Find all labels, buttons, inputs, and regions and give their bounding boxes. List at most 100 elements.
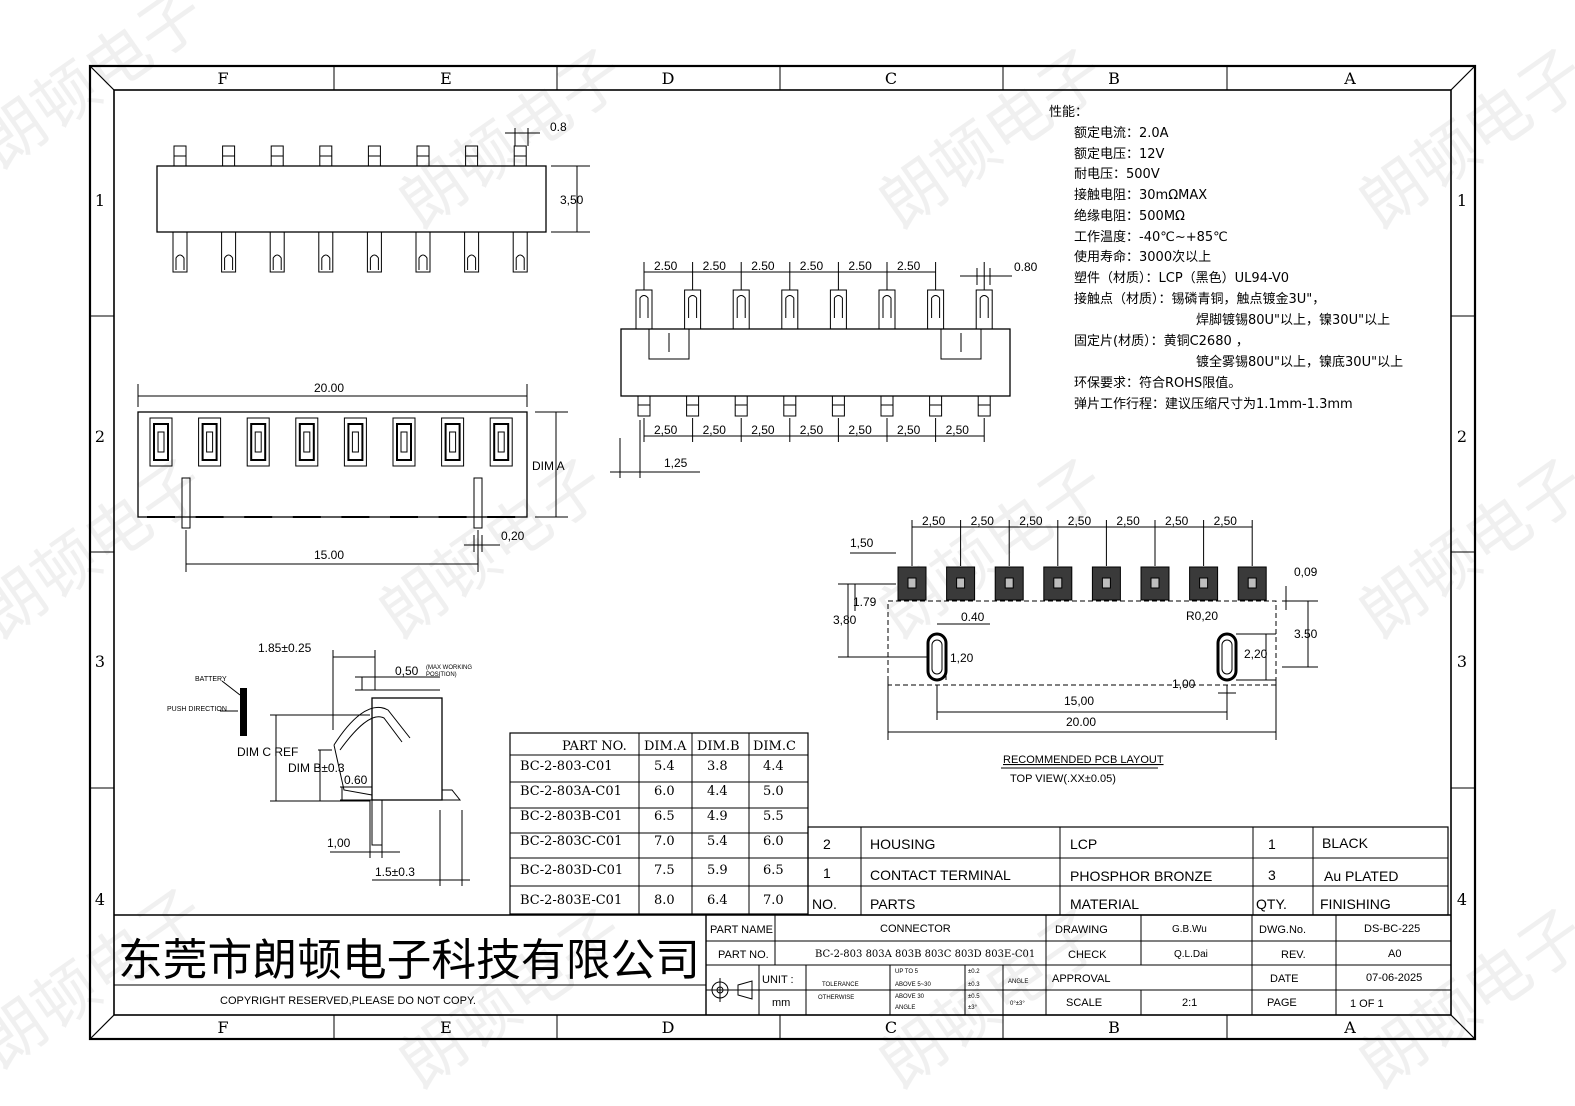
dim-label: 1,00 (1172, 677, 1196, 691)
spec-line: 工作温度：-40℃~+85℃ (1074, 229, 1228, 245)
contact-cell-inner (250, 423, 267, 461)
page-value: 1 OF 1 (1350, 998, 1384, 1010)
spec-line: 塑件（材质）：LCP（黑色）UL94-V0 (1074, 270, 1289, 286)
dim-value: 6.0 (763, 834, 784, 849)
contact-tip (206, 431, 214, 453)
pcb-pad-hole (1199, 577, 1209, 589)
pin-contact (639, 295, 649, 318)
bom-cell: LCP (1070, 836, 1097, 852)
contact-tip (303, 431, 311, 453)
spec-line: 接触点（材质）：锡磷青铜，触点镀金3U"， (1074, 291, 1325, 307)
title-block (114, 914, 1451, 1015)
pin (318, 231, 334, 273)
dim-label: 2.50 (848, 259, 872, 273)
dim-label: 2,50 (1068, 514, 1092, 528)
contact-cell-inner (444, 423, 461, 461)
table-header: DIM.C (753, 739, 796, 754)
watermark: 朗顿电子 (367, 446, 619, 653)
otherwise-label: OTHERWISE (818, 995, 854, 1001)
bom-cell: PHOSPHOR BRONZE (1070, 868, 1212, 884)
pcb-title: RECOMMENDED PCB LAYOUT (1003, 754, 1164, 766)
tol-range: ABOVE 30 (895, 994, 925, 1000)
pin-contact (979, 295, 989, 318)
dim-label: R0,20 (1186, 609, 1218, 623)
contact-cell-inner (153, 423, 169, 461)
contact-tip (497, 431, 505, 453)
pin (415, 231, 431, 273)
contact-cell (489, 417, 513, 467)
front-view-contacts (147, 417, 516, 518)
pin-contact (882, 295, 892, 318)
zone-label: E (440, 69, 452, 88)
dim-label: 2,50 (1165, 514, 1189, 528)
dim-label: 0,50 (395, 664, 419, 678)
table-header: PART NO. (562, 739, 627, 754)
pcb-pads (897, 566, 1267, 601)
spec-line: 使用寿命：3000次以上 (1074, 249, 1211, 265)
dim-value: 4.4 (763, 759, 784, 774)
dim-label: 2.50 (654, 259, 678, 273)
pin (929, 395, 943, 417)
spec-line: 耐电压：500V (1074, 167, 1160, 182)
dim-value: 5.5 (763, 809, 784, 824)
dim-value: 5.4 (654, 759, 675, 774)
spec-line: 环保要求：符合ROHS限值。 (1074, 375, 1241, 391)
rev-value: A0 (1388, 948, 1401, 960)
rev-label: REV. (1281, 949, 1306, 961)
bom-cell: Au PLATED (1324, 868, 1398, 884)
dim-value: 7.0 (654, 834, 675, 849)
pin-contact (418, 254, 428, 270)
pin-contact (833, 295, 843, 318)
zone-label: A (1343, 1018, 1356, 1037)
pin (269, 231, 285, 273)
date-label: DATE (1270, 973, 1299, 985)
dim-label: 2,50 (654, 423, 678, 437)
pin (880, 395, 894, 417)
dim-label: 0,20 (501, 529, 525, 543)
zone-label: E (440, 1018, 452, 1037)
part-name: CONNECTOR (880, 923, 951, 935)
elevation-pins-down (637, 395, 991, 417)
contact-tip (157, 431, 165, 453)
page-label: PAGE (1267, 997, 1297, 1009)
zone-label: 3 (1457, 652, 1467, 671)
top-view (156, 128, 590, 273)
part-no-label: PART NO. (718, 949, 769, 961)
zone-label: 3 (95, 652, 105, 671)
scale-label: SCALE (1066, 997, 1102, 1009)
pcb-pad-hole (956, 577, 966, 589)
bom-header: PARTS (870, 896, 915, 912)
dim-label: POSITION) (426, 672, 457, 678)
dim-label: 2.50 (897, 259, 921, 273)
dim-label: 0.8 (550, 120, 567, 134)
dim-value: 6.5 (763, 863, 784, 878)
dim-value: 6.0 (654, 784, 675, 799)
tol-range: ABOVE 5~30 (895, 982, 932, 988)
dim-value: 5.9 (707, 863, 728, 878)
dim-value: 8.0 (654, 893, 675, 908)
contact-cell-inner (347, 423, 364, 461)
bom-cell: 1 (1268, 836, 1276, 852)
dim-label: 1,50 (850, 536, 874, 550)
bom-header: NO. (812, 896, 837, 912)
pin-contact (515, 254, 525, 270)
dim-label: 2,50 (1214, 514, 1238, 528)
dim-label: 1.5±0.3 (375, 865, 415, 879)
bom-cell: CONTACT TERMINAL (870, 867, 1011, 883)
dim-label: 20.00 (314, 381, 344, 395)
bom-header: FINISHING (1320, 896, 1391, 912)
table-header: DIM.B (697, 739, 740, 754)
top-view-pins-down (172, 231, 528, 273)
dim-label: 15.00 (314, 548, 344, 562)
dim-value: 7.5 (654, 863, 675, 878)
dwg-label: DWG.No. (1259, 924, 1306, 936)
bom-cell: 1 (823, 865, 831, 881)
dim-label: 1.79 (853, 595, 877, 609)
dwg-value: DS-BC-225 (1364, 923, 1420, 935)
contact-cell (295, 417, 319, 467)
pin (637, 395, 651, 417)
zone-label: 2 (1457, 427, 1467, 446)
dim-label: DIM C REF (237, 745, 298, 759)
